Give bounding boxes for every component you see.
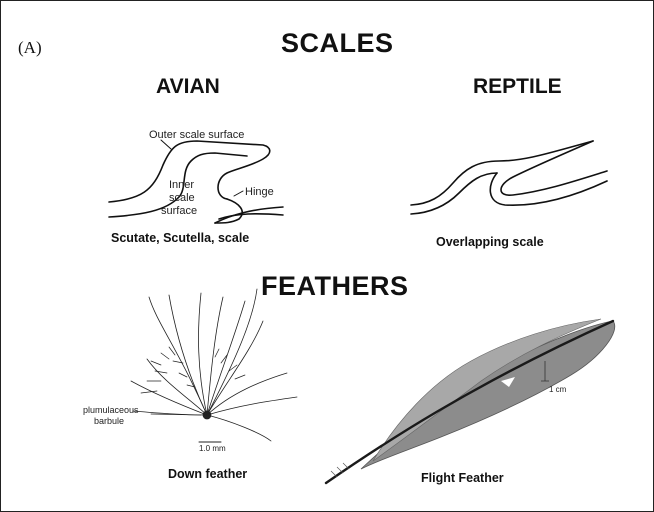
avian-scale-caption: Scutate, Scutella, scale xyxy=(111,231,249,245)
scales-title: SCALES xyxy=(281,28,394,59)
reptile-column-title: REPTILE xyxy=(473,75,562,99)
flight-feather-scale-bar-label: 1 cm xyxy=(549,385,566,394)
feathers-title: FEATHERS xyxy=(261,271,409,302)
barbule-label: barbule xyxy=(94,416,124,426)
panel-label: (A) xyxy=(18,38,42,58)
reptile-scale-caption: Overlapping scale xyxy=(436,235,544,249)
down-feather-caption: Down feather xyxy=(168,467,247,481)
outer-scale-surface-label: Outer scale surface xyxy=(149,129,244,141)
down-feather-drawing xyxy=(131,289,297,442)
plumulaceous-label: plumulaceous xyxy=(83,405,139,415)
inner-label-line-3: surface xyxy=(161,205,197,217)
hinge-label: Hinge xyxy=(245,186,274,198)
flight-feather-caption: Flight Feather xyxy=(421,471,504,485)
reptile-scale-drawing xyxy=(411,141,607,214)
down-feather-scale-bar-label: 1.0 mm xyxy=(199,444,226,453)
inner-label-line-1: Inner xyxy=(169,179,194,191)
flight-feather-drawing xyxy=(326,319,615,483)
inner-label-line-2: scale xyxy=(169,192,195,204)
avian-column-title: AVIAN xyxy=(156,75,220,99)
